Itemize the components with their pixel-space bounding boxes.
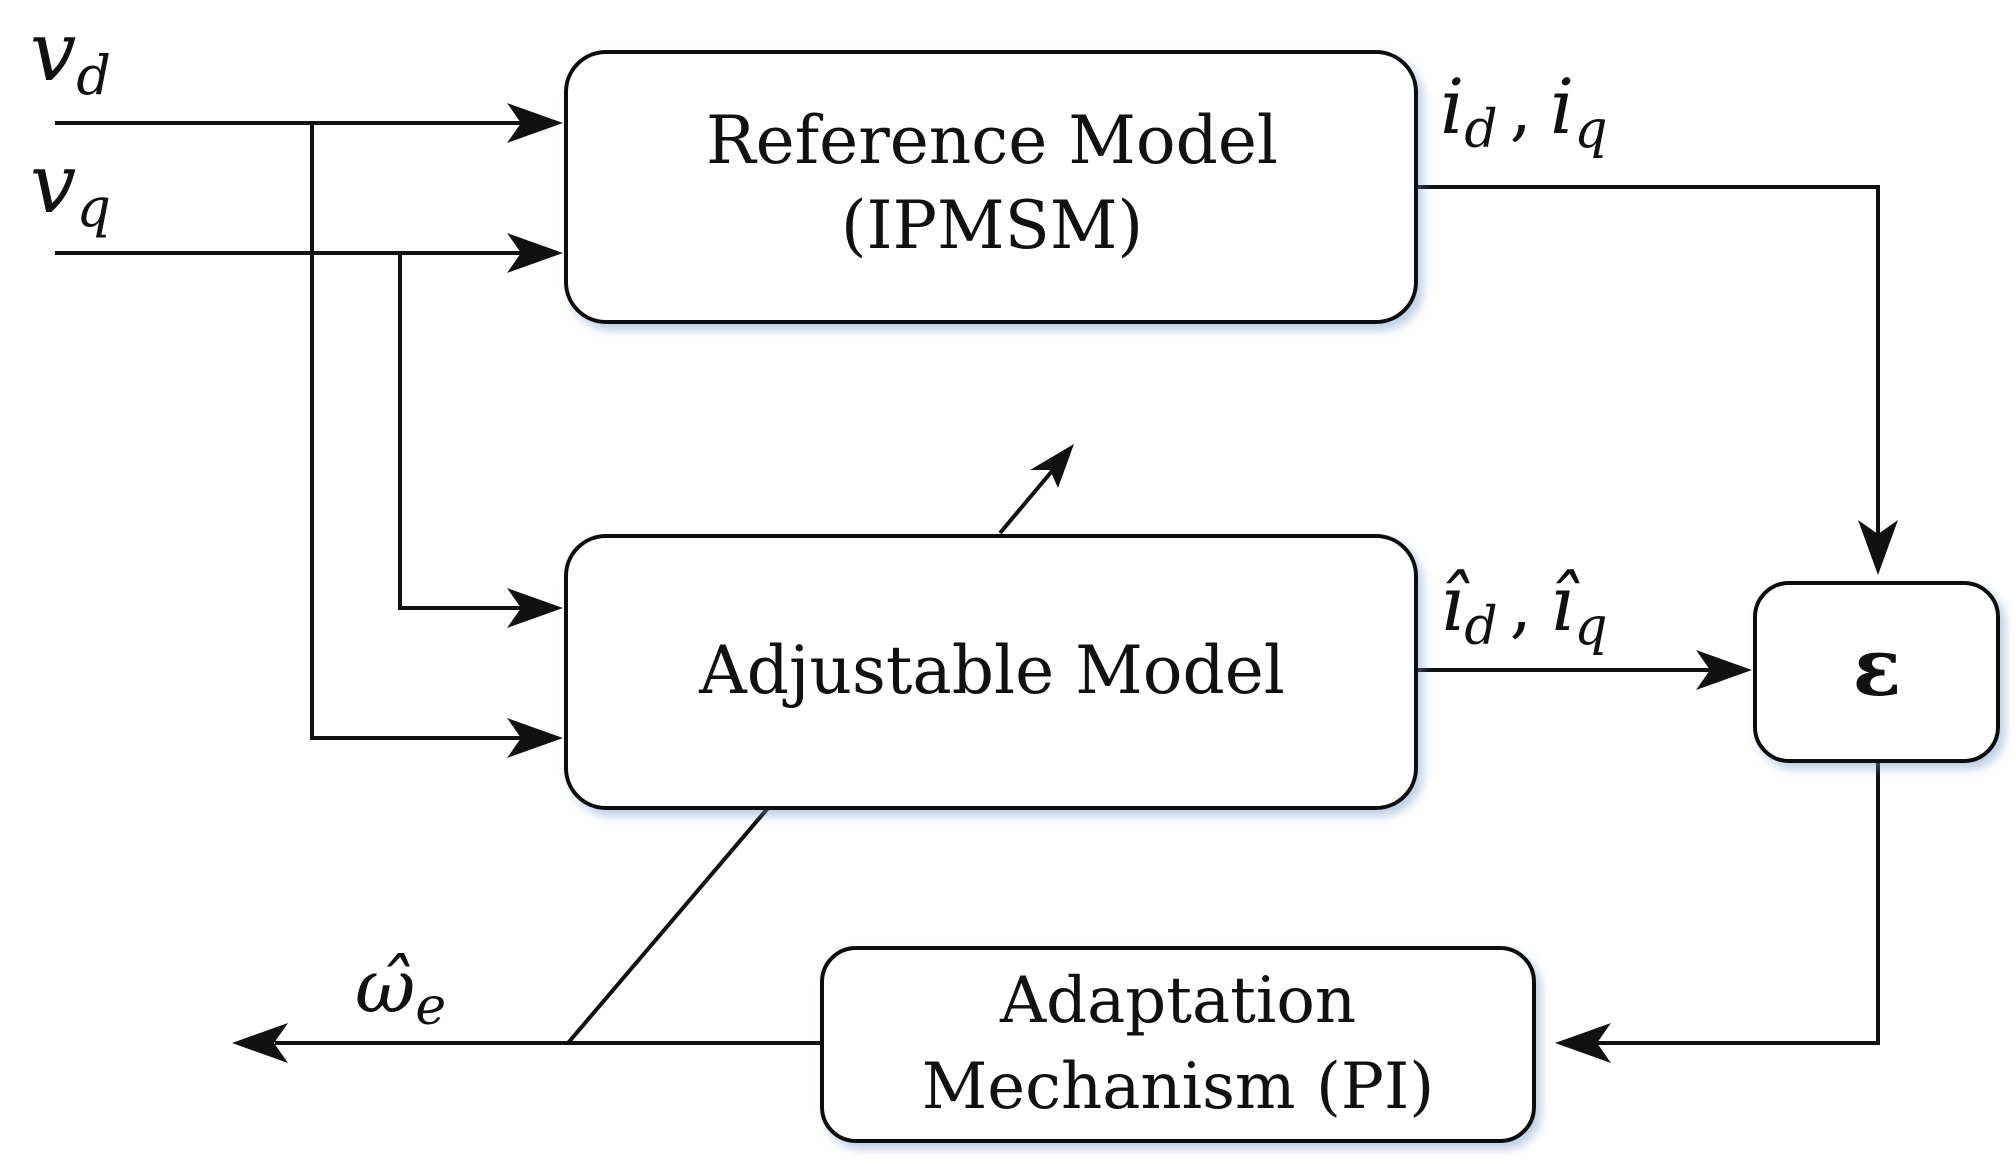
vq-label: vq — [30, 137, 111, 239]
reference-output-line — [1418, 185, 1880, 540]
arrowheads — [232, 103, 1898, 1063]
error-symbol: ε — [1853, 620, 1902, 714]
arrowhead-vq-ref — [507, 233, 563, 273]
reference-model-title: Reference Model — [706, 102, 1278, 179]
vd-branch-line — [310, 123, 540, 740]
omega-hat-label: ω̂e — [355, 944, 446, 1037]
arrowhead-ref-to-error — [1858, 520, 1898, 575]
arrowhead-adj-to-error — [1696, 650, 1752, 690]
reference-model-block: Reference Model (IPMSM) — [564, 50, 1418, 324]
reference-model-subtitle: (IPMSM) — [841, 187, 1143, 264]
vd-label: vd — [30, 5, 111, 107]
adjustable-model-block: Adjustable Model — [564, 534, 1418, 810]
signal-wires — [55, 121, 1880, 1045]
arrowhead-omega-out — [232, 1023, 288, 1063]
adjustable-model-title: Adjustable Model — [698, 632, 1285, 709]
adaptation-mechanism-block: Adaptation Mechanism (PI) — [820, 946, 1536, 1143]
adaptation-mechanism-subtitle: Mechanism (PI) — [922, 1050, 1434, 1124]
arrowhead-vd-adj — [507, 718, 563, 758]
id-iq-label: id,iq — [1440, 62, 1607, 160]
arrowhead-vd-ref — [507, 103, 563, 143]
id-iq-hat-label: îd,îq — [1440, 559, 1607, 657]
arrowhead-error-to-adapt — [1555, 1023, 1611, 1063]
arrowhead-adjust — [1030, 444, 1074, 488]
adjust-diagonal-line — [566, 806, 770, 1045]
error-feedback-line — [1592, 762, 1880, 1045]
vq-branch-line — [398, 253, 540, 610]
error-block: ε — [1753, 581, 2000, 763]
adaptation-mechanism-title: Adaptation — [999, 964, 1356, 1038]
arrowhead-vq-adj — [507, 588, 563, 628]
adjust-arrow-line — [998, 462, 1060, 535]
